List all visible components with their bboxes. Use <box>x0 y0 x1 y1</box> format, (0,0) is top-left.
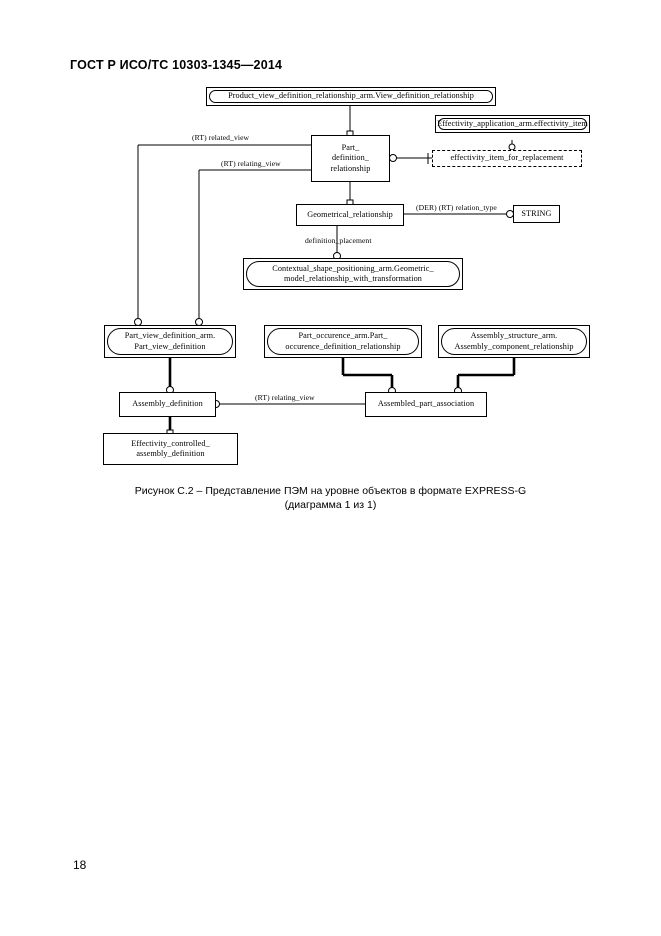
express-g-diagram: Product_view_definition_relationship_arm… <box>103 87 590 465</box>
node-label: STRING <box>521 208 552 218</box>
caption-line-1: Рисунок С.2 – Представление ПЭМ на уровн… <box>134 485 527 497</box>
node-label: Assembly_structure_arm. Assembly_compone… <box>454 331 574 351</box>
edge-label-relation-type: (DER) (RT) relation_type <box>416 203 497 212</box>
node-shape-rounded: Effectivity_application_arm.effectivity_… <box>437 118 588 130</box>
node-shape-rounded: Contextual_shape_positioning_arm.Geometr… <box>246 261 460 287</box>
node-geometrical-relationship[interactable]: Geometrical_relationship <box>296 204 404 226</box>
edge-label-relating-view-top: (RT) relating_view <box>221 159 281 168</box>
node-assembly-definition[interactable]: Assembly_definition <box>119 392 216 417</box>
document-header: ГОСТ Р ИСО/ТС 10303-1345—2014 <box>70 58 283 72</box>
node-assembled-part-association[interactable]: Assembled_part_association <box>365 392 487 417</box>
node-assembly-structure[interactable]: Assembly_structure_arm. Assembly_compone… <box>438 325 590 358</box>
node-shape-rounded: Assembly_structure_arm. Assembly_compone… <box>441 328 587 355</box>
node-part-view-definition[interactable]: Part_view_definition_arm. Part_view_defi… <box>104 325 236 358</box>
node-label: effectivity_item_for_replacement <box>450 153 564 163</box>
edge-label-relating-view-bottom: (RT) relating_view <box>255 393 315 402</box>
node-shape-rounded: Part_view_definition_arm. Part_view_defi… <box>107 328 233 355</box>
node-part-occurence[interactable]: Part_occurence_arm.Part_ occurence_defin… <box>264 325 422 358</box>
node-label: Part_occurence_arm.Part_ occurence_defin… <box>285 331 401 351</box>
node-effectivity-application[interactable]: Effectivity_application_arm.effectivity_… <box>435 115 590 133</box>
node-label: Part_ definition_ relationship <box>330 142 371 173</box>
node-label: Geometrical_relationship <box>307 209 393 219</box>
node-effectivity-controlled-assembly-definition[interactable]: Effectivity_controlled_ assembly_definit… <box>103 433 238 465</box>
node-contextual-shape-positioning[interactable]: Contextual_shape_positioning_arm.Geometr… <box>243 258 463 290</box>
diagram-connectors <box>134 105 516 436</box>
node-label: Product_view_definition_relationship_arm… <box>228 91 474 101</box>
page-number: 18 <box>73 858 87 872</box>
figure-caption: Рисунок С.2 – Представление ПЭМ на уровн… <box>0 484 661 512</box>
node-part-definition-relationship[interactable]: Part_ definition_ relationship <box>311 135 390 182</box>
node-shape-rounded: Product_view_definition_relationship_arm… <box>209 90 493 103</box>
node-product-view-definition-relationship[interactable]: Product_view_definition_relationship_arm… <box>206 87 496 106</box>
node-label: Effectivity_application_arm.effectivity_… <box>437 118 588 128</box>
node-effectivity-item-for-replacement[interactable]: effectivity_item_for_replacement <box>432 150 582 167</box>
caption-line-2: (диаграмма 1 из 1) <box>284 499 377 511</box>
node-label: Assembly_definition <box>132 399 203 409</box>
edge-label-definition-placement: definition_placement <box>305 236 372 245</box>
node-shape-rounded: Part_occurence_arm.Part_ occurence_defin… <box>267 328 419 355</box>
edge-label-related-view: (RT) related_view <box>192 133 250 142</box>
node-label: Assembled_part_association <box>377 399 475 409</box>
node-label: Part_view_definition_arm. Part_view_defi… <box>124 331 216 351</box>
node-label: Effectivity_controlled_ assembly_definit… <box>131 438 210 459</box>
node-label: Contextual_shape_positioning_arm.Geometr… <box>272 263 434 284</box>
node-string-type[interactable]: STRING <box>513 205 560 223</box>
